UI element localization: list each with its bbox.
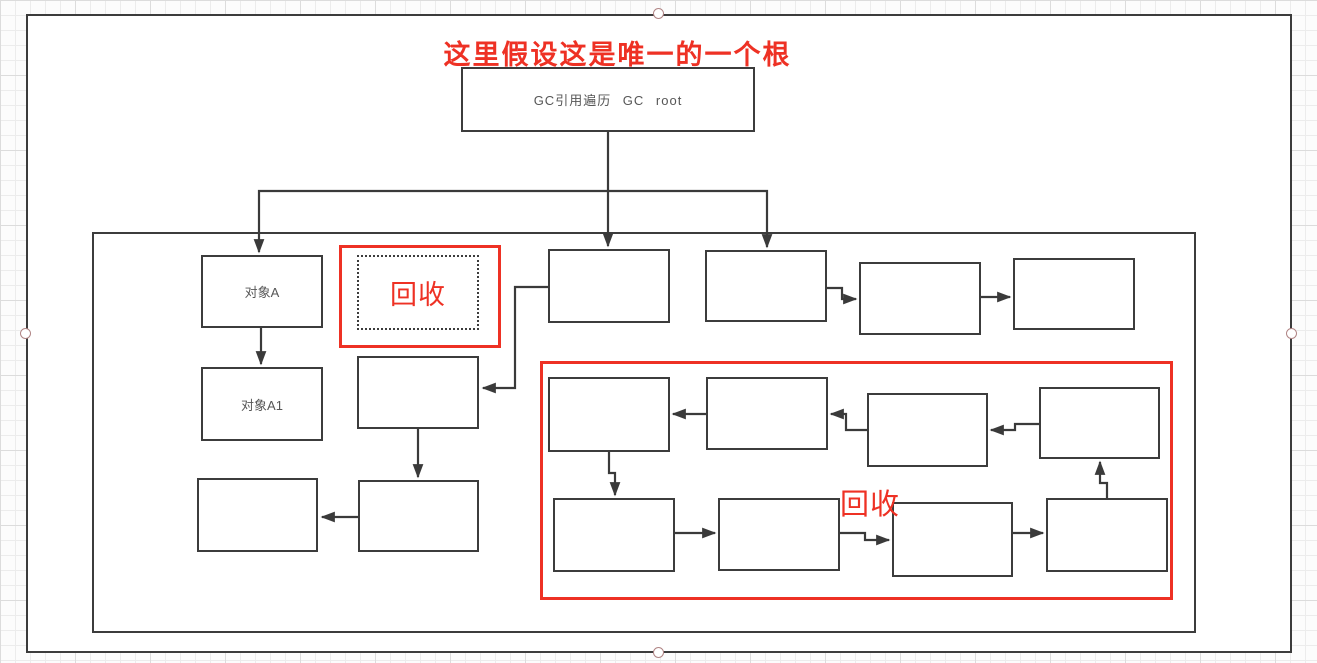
empty-node-r2[interactable]	[706, 377, 828, 450]
empty-node-r5[interactable]	[553, 498, 675, 572]
connector-node1-to-node5[interactable]	[481, 285, 548, 394]
selection-handle-bottom[interactable]	[653, 647, 664, 658]
recycle-label-large[interactable]: 回收	[840, 489, 901, 521]
connector-r6-to-r7[interactable]	[840, 531, 891, 546]
empty-node-r4[interactable]	[1039, 387, 1160, 459]
empty-node-4[interactable]	[1013, 258, 1135, 330]
selection-handle-left[interactable]	[20, 328, 31, 339]
recycle-dotted-node[interactable]: 回收	[357, 255, 479, 330]
connector-r1-to-r5[interactable]	[607, 452, 621, 497]
selection-handle-top[interactable]	[653, 8, 664, 19]
empty-node-1[interactable]	[548, 249, 670, 323]
empty-node-r1[interactable]	[548, 377, 670, 452]
empty-node-2[interactable]	[705, 250, 827, 322]
connector-node2-to-node3[interactable]	[827, 286, 858, 305]
selection-handle-right[interactable]	[1286, 328, 1297, 339]
empty-node-6[interactable]	[358, 480, 479, 552]
empty-node-r3[interactable]	[867, 393, 988, 467]
recycle-label-small: 回收	[390, 280, 446, 310]
connector-r3-to-r2[interactable]	[829, 408, 867, 432]
connector-r4-to-r3[interactable]	[989, 422, 1039, 436]
heap-container-rect[interactable]	[92, 232, 1196, 633]
empty-node-3[interactable]	[859, 262, 981, 335]
connector-root-to-object-a[interactable]	[253, 189, 608, 254]
empty-node-7[interactable]	[197, 478, 318, 552]
empty-node-5[interactable]	[357, 356, 479, 429]
connector-root-to-node2[interactable]	[608, 189, 773, 249]
recycle-zone-small[interactable]	[339, 245, 501, 348]
empty-node-r6[interactable]	[718, 498, 840, 571]
connector-r8-to-r4[interactable]	[1094, 460, 1109, 498]
empty-node-r7[interactable]	[892, 502, 1013, 577]
node-gc-root[interactable]: GC引用遍历 GC root	[461, 67, 755, 132]
root-annotation-text[interactable]: 这里假设这是唯一的一个根	[443, 40, 792, 70]
node-object-a1[interactable]: 对象A1	[201, 367, 323, 441]
recycle-zone-large[interactable]	[540, 361, 1173, 600]
empty-node-r8[interactable]	[1046, 498, 1168, 572]
node-object-a[interactable]: 对象A	[201, 255, 323, 328]
